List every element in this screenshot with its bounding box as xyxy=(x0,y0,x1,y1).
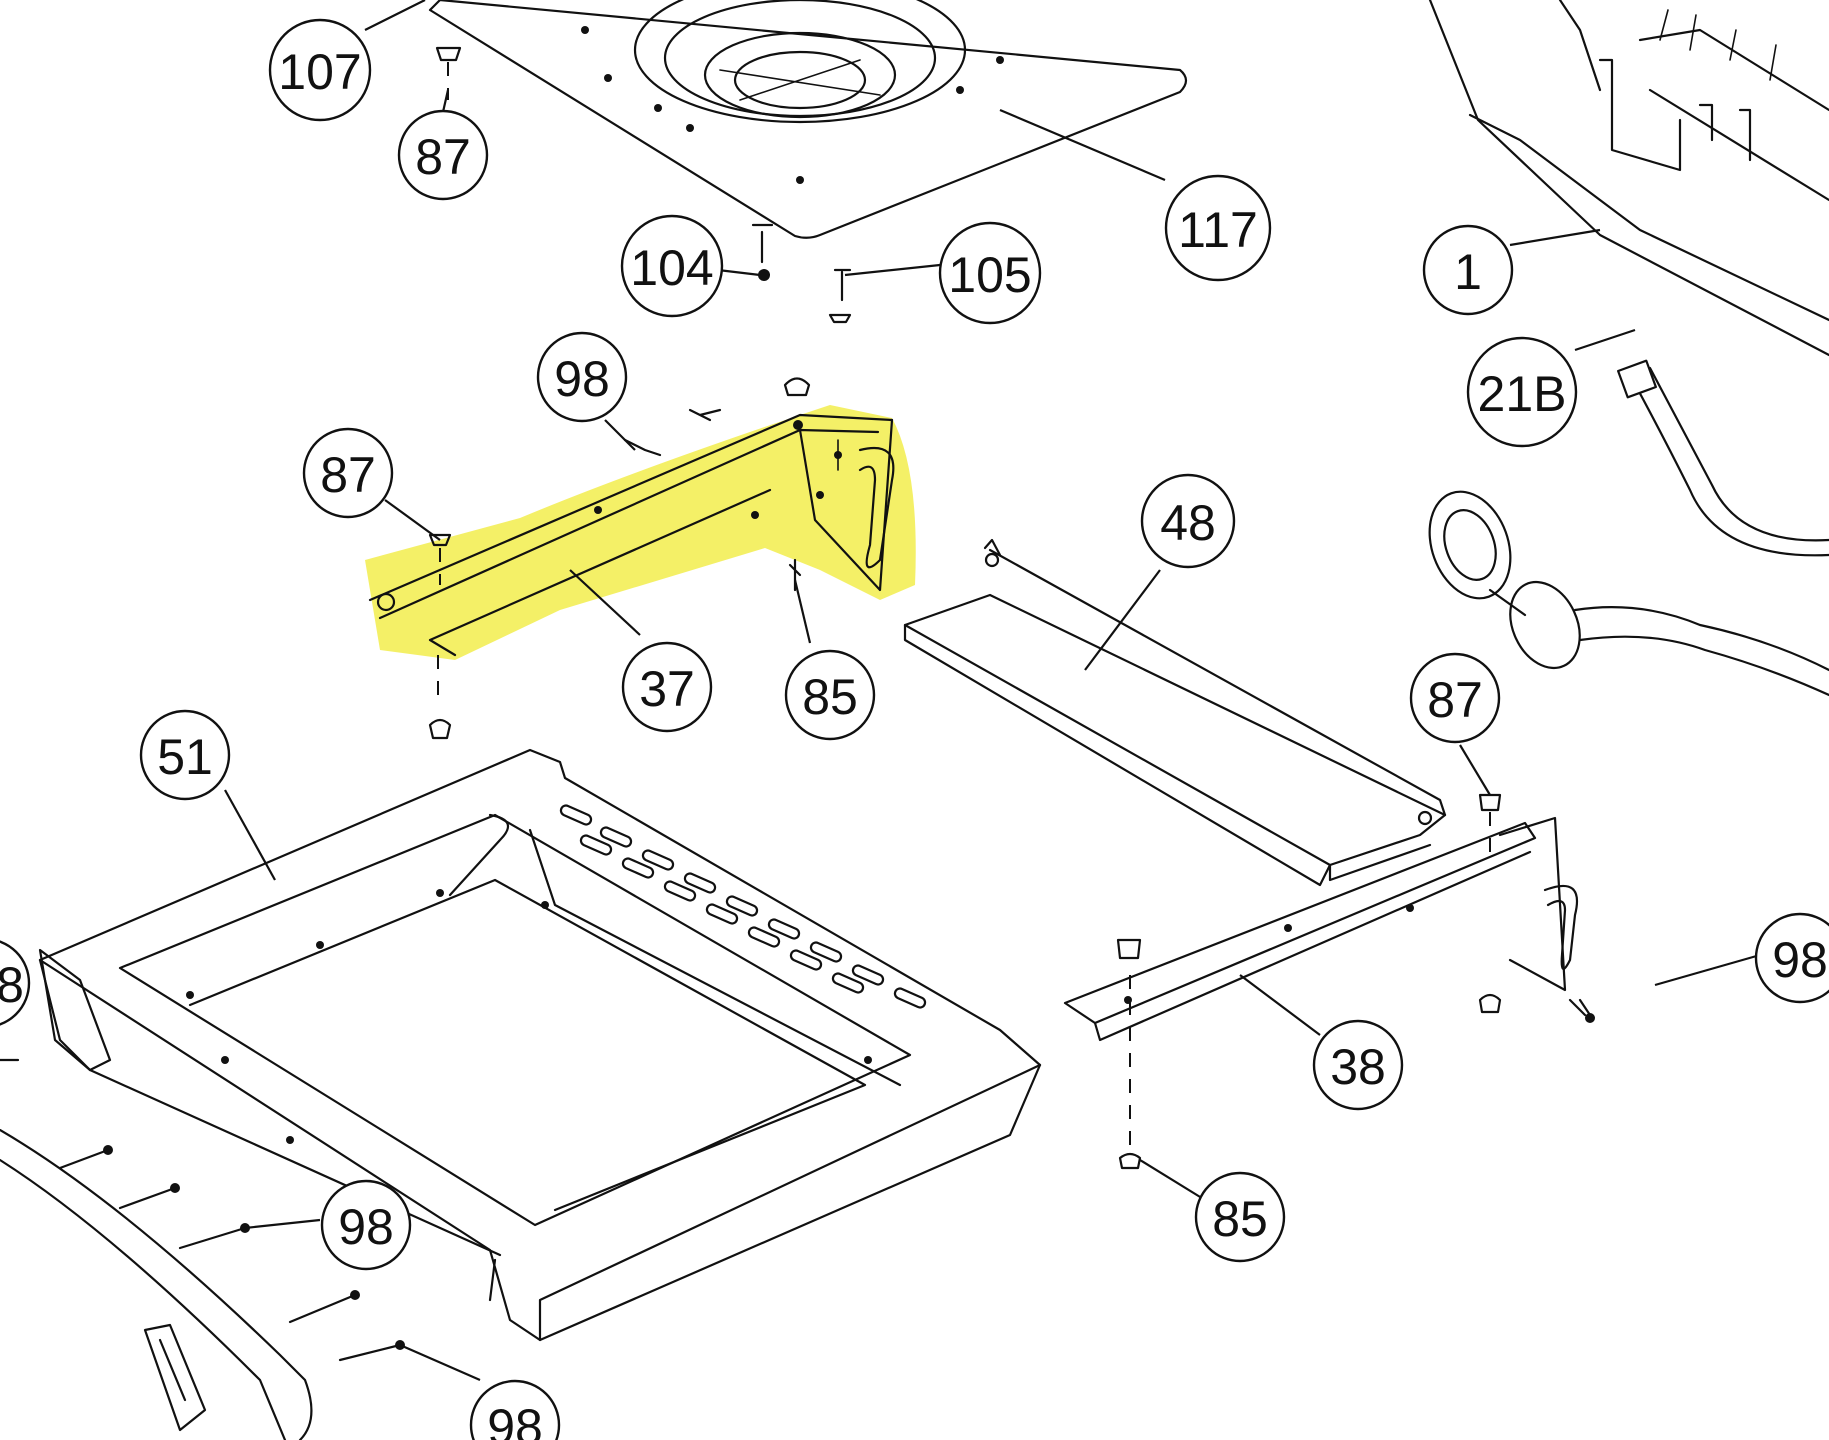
svg-text:85: 85 xyxy=(802,669,858,725)
cross-brace-48 xyxy=(903,538,1447,887)
callout-105: 105 xyxy=(938,221,1042,325)
callout-37: 37 xyxy=(621,641,713,733)
bracket-fasteners xyxy=(428,377,811,740)
svg-text:107: 107 xyxy=(278,44,361,100)
svg-text:37: 37 xyxy=(639,661,695,717)
gas-regulator-hose xyxy=(1428,359,1829,697)
side-bracket-38 xyxy=(1063,793,1595,1170)
svg-text:98: 98 xyxy=(487,1399,543,1440)
svg-text:87: 87 xyxy=(320,447,376,503)
svg-text:1: 1 xyxy=(1454,244,1482,300)
svg-text:51: 51 xyxy=(157,729,213,785)
callout-38: 38 xyxy=(1312,1019,1404,1111)
callout-98-upper: 98 xyxy=(536,331,628,423)
svg-text:85: 85 xyxy=(1212,1191,1268,1247)
bracket-37-highlight xyxy=(365,405,916,660)
callout-8-left: 8 xyxy=(0,940,31,1026)
firebox-housing xyxy=(1428,0,1829,357)
callout-85-lower: 85 xyxy=(1194,1171,1286,1263)
cart-frame-51 xyxy=(38,748,1042,1342)
callout-98-right: 98 xyxy=(1754,912,1829,1004)
callout-85-upper: 85 xyxy=(784,649,876,741)
svg-text:104: 104 xyxy=(630,240,713,296)
callout-87-top: 87 xyxy=(397,109,489,201)
svg-text:21B: 21B xyxy=(1478,366,1567,422)
svg-text:8: 8 xyxy=(0,957,24,1013)
svg-text:38: 38 xyxy=(1330,1039,1386,1095)
svg-text:98: 98 xyxy=(554,351,610,407)
callout-98-bottom: 98 xyxy=(469,1379,561,1440)
svg-text:105: 105 xyxy=(948,247,1031,303)
svg-text:117: 117 xyxy=(1178,202,1258,258)
callout-117: 117 xyxy=(1164,174,1272,282)
callout-87-right: 87 xyxy=(1409,652,1501,744)
svg-text:48: 48 xyxy=(1160,495,1216,551)
callout-48: 48 xyxy=(1140,473,1236,569)
callout-98-lower: 98 xyxy=(320,1179,412,1271)
front-rail xyxy=(0,1128,405,1440)
svg-text:98: 98 xyxy=(1772,932,1828,988)
plate-fasteners xyxy=(435,46,852,324)
svg-text:87: 87 xyxy=(415,129,471,185)
svg-text:98: 98 xyxy=(338,1199,394,1255)
bracket-37 xyxy=(368,413,895,657)
callout-51: 51 xyxy=(139,709,231,801)
svg-text:87: 87 xyxy=(1427,672,1483,728)
callout-87-left: 87 xyxy=(302,427,394,519)
burner-mounting-plate xyxy=(428,0,1188,239)
callout-107: 107 xyxy=(268,18,372,122)
callout-104: 104 xyxy=(620,214,724,318)
leader-lines xyxy=(224,0,1761,1382)
callout-1: 1 xyxy=(1422,224,1514,316)
callout-21b: 21B xyxy=(1466,336,1578,448)
frame-vent-slots xyxy=(559,804,927,1009)
